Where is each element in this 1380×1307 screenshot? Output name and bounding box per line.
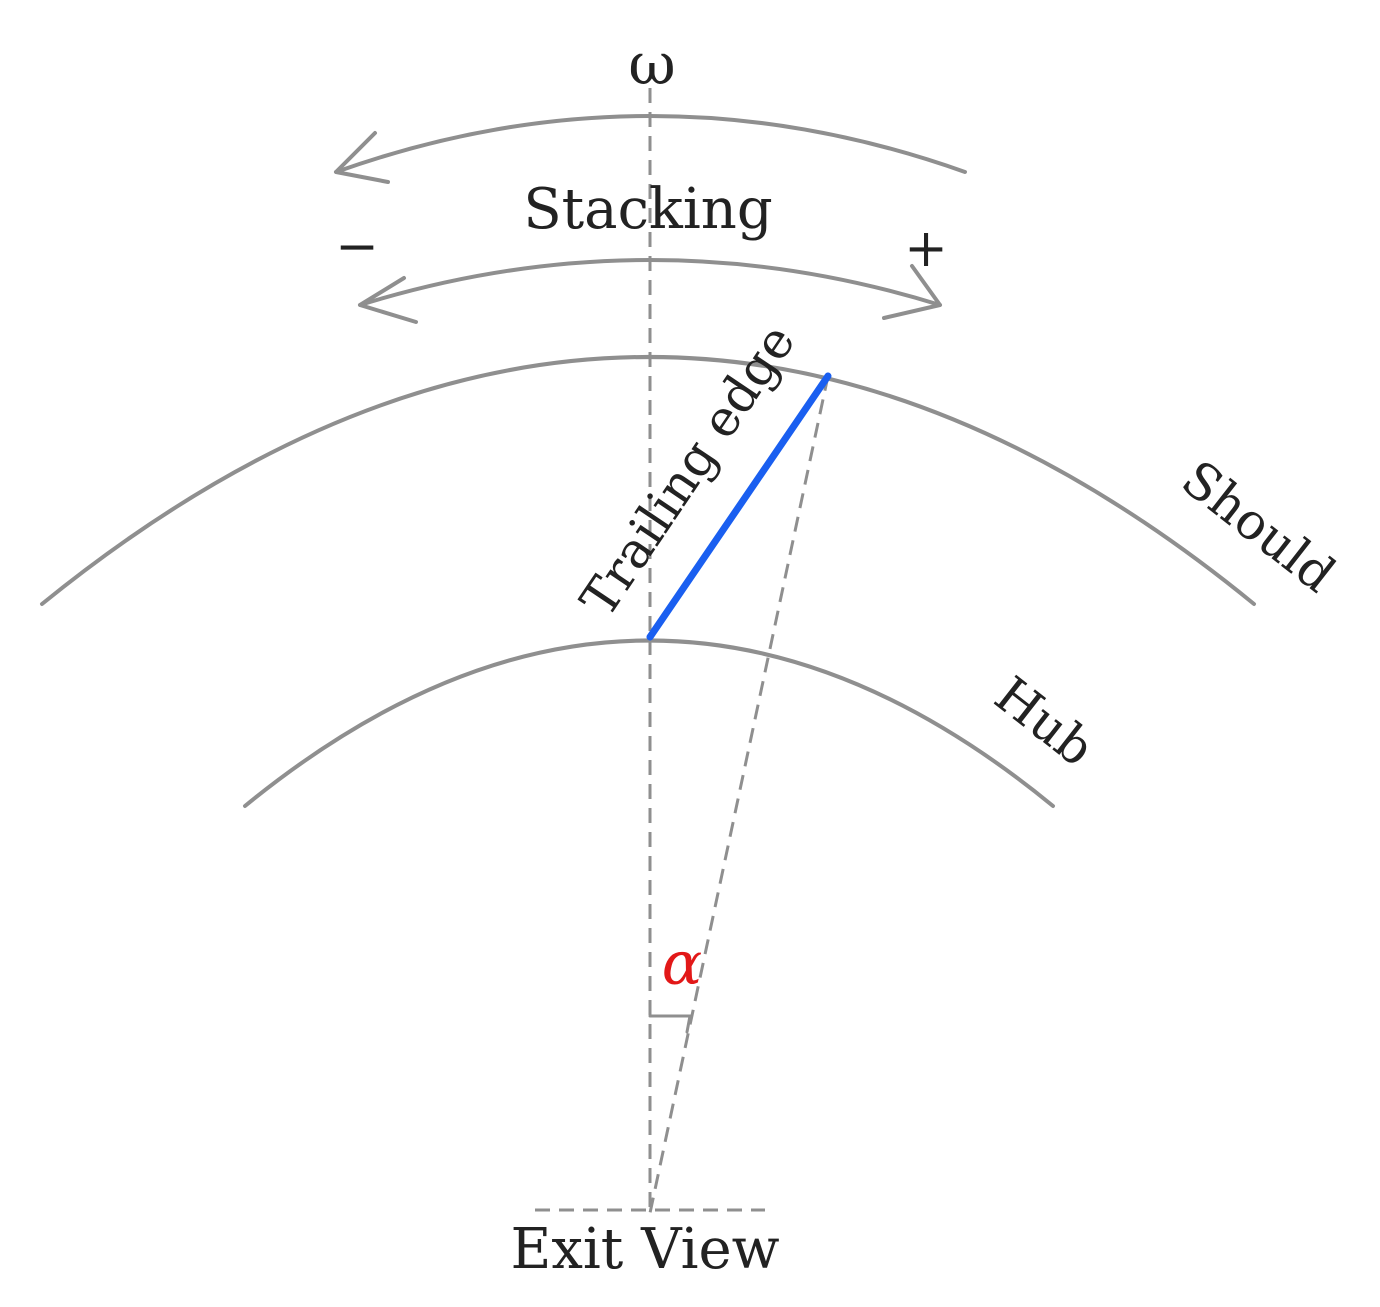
shroud-label: Should: [1171, 449, 1346, 604]
stacking-arrow: [358, 258, 942, 307]
plus-label: +: [904, 219, 948, 279]
rotation-arrow-top-head: [334, 131, 390, 184]
hub-curve: [243, 638, 1055, 808]
alpha-label: α: [662, 929, 703, 999]
stacking-label: Stacking: [523, 177, 772, 242]
trailing-edge-line: [646, 372, 832, 641]
angle-marker: [648, 1014, 692, 1034]
stacking-arrow-right-head: [882, 264, 942, 320]
minus-label: −: [335, 217, 379, 277]
hub-label: Hub: [984, 666, 1105, 778]
exit-view-label: Exit View: [510, 1217, 779, 1282]
rotation-arrow-top: [334, 114, 967, 174]
stacking-arrow-left-head: [358, 276, 418, 324]
omega-label: ω: [628, 30, 675, 98]
shroud-curve: [40, 355, 1256, 606]
